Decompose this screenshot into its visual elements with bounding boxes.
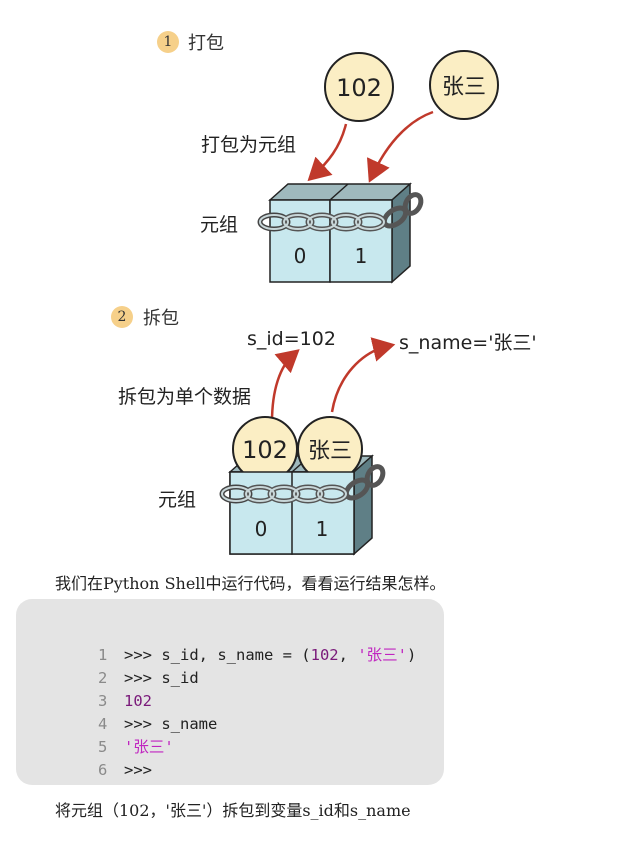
unpack-arrow-left	[270, 349, 300, 423]
code-line: 6 >>>	[42, 736, 416, 779]
var-s-id-label: s_id=102	[247, 328, 336, 350]
code-token: >>> s_name	[124, 715, 218, 733]
line-number: 3	[98, 692, 108, 710]
name-circle	[429, 50, 499, 120]
code-token: )	[406, 646, 417, 664]
pack-arrow-label: 打包为元组	[201, 134, 297, 156]
index-1-label: 1	[355, 244, 368, 268]
code-panel: 1>>> s_id, s_name = (102, '张三') 2>>> s_i…	[16, 599, 444, 785]
value-circle-2-text: 102	[242, 436, 288, 464]
unpack-arrow-right	[330, 337, 396, 413]
code-line: 5 '张三'	[42, 713, 416, 756]
line-number: 2	[98, 669, 108, 687]
index-0-label: 0	[294, 244, 307, 268]
tuple-box-1	[268, 182, 412, 284]
chain-1-highlight	[259, 214, 385, 230]
tuple-label-1: 元组	[200, 214, 239, 236]
caption-text: 将元组（102，'张三'）拆包到变量s_id和s_name	[55, 801, 411, 820]
code-line: 2 >>> s_id	[42, 644, 416, 687]
pack-arrow-right	[366, 110, 434, 183]
line-number: 5	[98, 738, 108, 756]
unpack-arrow-label: 拆包为单个数据	[118, 386, 252, 408]
step-2-badge: 2	[111, 306, 133, 328]
step-1-title: 打包	[188, 33, 224, 54]
code-token: ,	[338, 646, 358, 664]
var-s-name-label: s_name='张三'	[399, 332, 537, 354]
code-lines: 1>>> s_id, s_name = (102, '张三') 2>>> s_i…	[42, 621, 416, 779]
intro-text: 我们在Python Shell中运行代码，看看运行结果怎样。	[55, 574, 446, 593]
code-string-token: '张三'	[357, 646, 407, 664]
packing-figure: 102 张三 0 1	[257, 50, 499, 284]
code-line: 3 102	[42, 667, 416, 710]
code-number-token: 102	[124, 692, 152, 710]
code-token: >>>	[124, 761, 152, 779]
line-number: 4	[98, 715, 108, 733]
unpacking-figure: 102 张三 0 1	[219, 337, 396, 556]
code-token: >>> s_id, s_name = (	[124, 646, 311, 664]
chain-2-highlight	[221, 486, 347, 502]
index-0-label-2: 0	[255, 517, 268, 541]
index-1-label-2: 1	[316, 517, 329, 541]
name-circle-2-text: 张三	[308, 439, 352, 464]
tuple-label-2: 元组	[158, 489, 197, 511]
code-line: 1 >>> s_id, s_name = (102, '张三')	[42, 621, 416, 664]
line-number: 6	[98, 761, 108, 779]
value-circle	[324, 52, 394, 122]
value-circle-text: 102	[336, 74, 382, 102]
code-string-token: '张三'	[124, 738, 174, 756]
pack-arrow-left	[307, 123, 348, 182]
name-circle-text: 张三	[442, 75, 486, 100]
step-1-badge: 1	[157, 31, 179, 53]
step-2-title: 拆包	[143, 308, 179, 329]
code-token: >>> s_id	[124, 669, 199, 687]
code-line: 4 >>> s_name	[42, 690, 416, 733]
code-number-token: 102	[310, 646, 339, 664]
line-number: 1	[98, 646, 108, 664]
